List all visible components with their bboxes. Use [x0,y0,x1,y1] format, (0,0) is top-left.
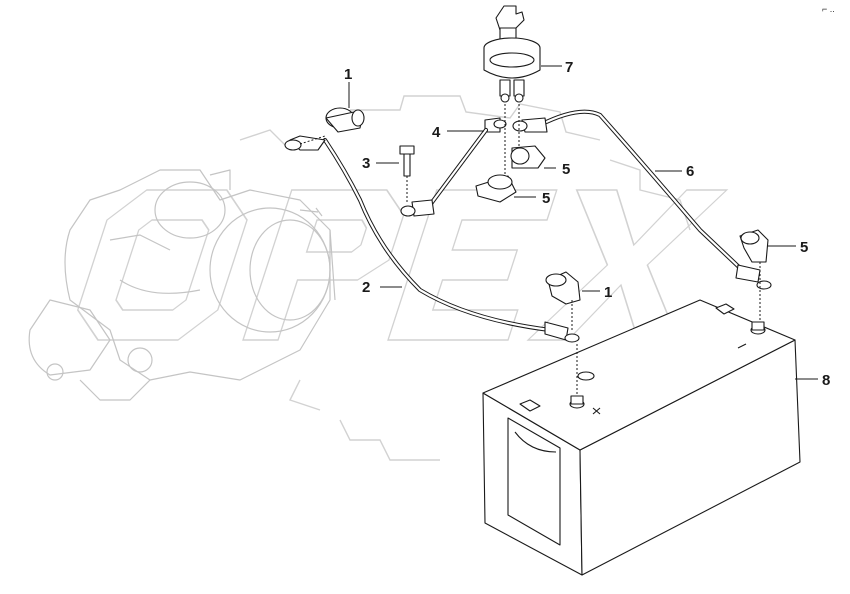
callout-number: 8 [822,372,830,389]
callout-number: 5 [562,161,570,178]
leader-lines [348,65,818,380]
terminal-cap [545,271,581,305]
assembly-lines [299,104,761,396]
cable [284,135,580,343]
starter-motor [28,169,336,401]
callout-number: 5 [542,190,550,207]
callout-number: 5 [800,239,808,256]
battery [482,299,801,576]
callout-number: 4 [432,124,441,141]
battery-isolator-switch [483,5,541,103]
terminal-boot [510,145,546,169]
terminal-boot [475,174,517,203]
cable [512,109,772,290]
callout-number: 2 [362,279,370,296]
callout-number: 7 [565,59,573,76]
jumper-strap [400,117,507,217]
watermark-text [76,189,729,341]
callout-number: 3 [362,155,370,172]
callout-number: 1 [344,66,352,83]
bolt [399,145,415,177]
terminal-boot [739,229,769,263]
callouts: 1 1 2 3 4 5 5 5 6 7 8 [344,59,830,389]
callout-number: 1 [604,284,612,301]
callout-number: 6 [686,163,694,180]
corner-mark: ⌐ .. [822,4,835,14]
terminal-cap [325,107,365,133]
